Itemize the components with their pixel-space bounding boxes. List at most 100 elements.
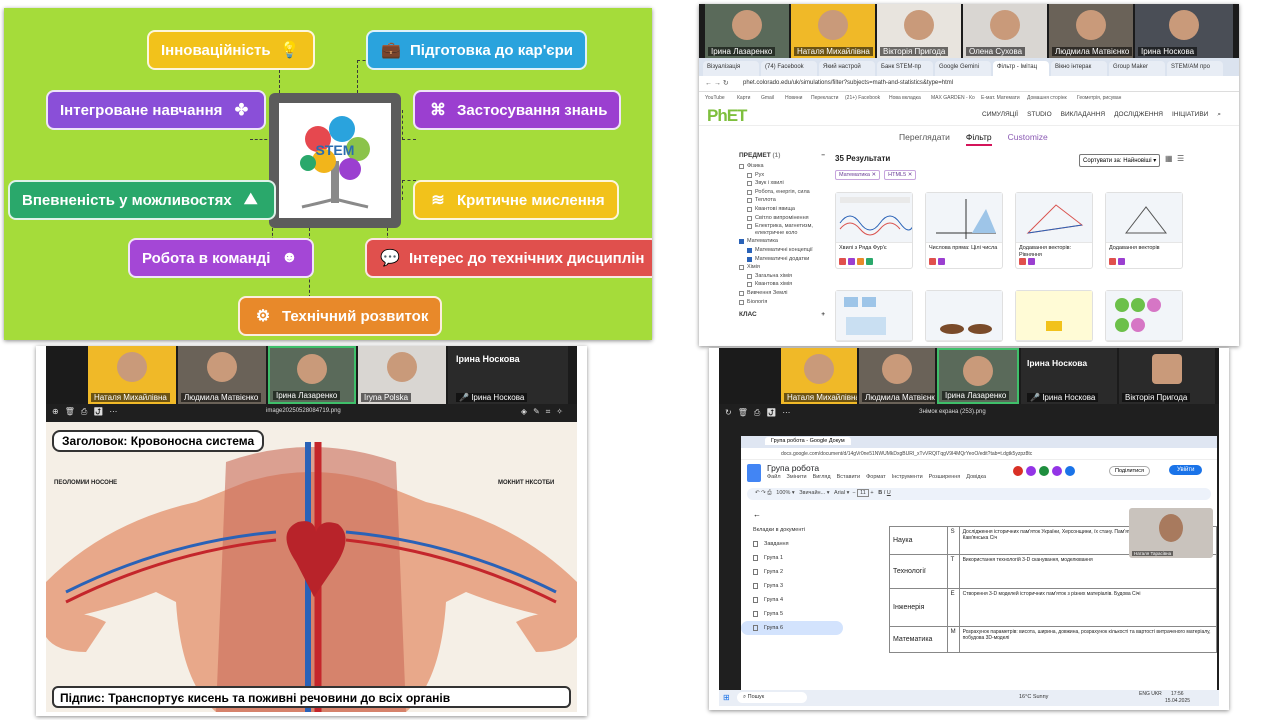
checkbox-checked[interactable] (739, 239, 744, 245)
filter-item[interactable]: Математичні додатки (747, 256, 825, 263)
checkbox[interactable] (739, 290, 744, 296)
checkbox[interactable] (747, 189, 752, 195)
checkbox[interactable] (747, 282, 752, 288)
share-icon[interactable]: ⤴ (766, 408, 783, 417)
row-label[interactable]: Технології (889, 554, 948, 589)
tab-browse[interactable]: Переглядати (899, 132, 950, 142)
filter-item[interactable]: Світло випромінення (747, 215, 825, 222)
bookmark[interactable]: (21+) Facebook (845, 95, 881, 101)
checkbox[interactable] (747, 215, 752, 221)
bookmark[interactable]: Gmail (761, 95, 775, 101)
doc-tab[interactable]: Група 2 (741, 565, 851, 579)
row-letter[interactable]: M (946, 626, 960, 653)
login-button[interactable]: Увійти (1169, 465, 1203, 475)
checkbox[interactable] (739, 164, 744, 169)
filter-item[interactable]: Теплота (747, 197, 825, 204)
delete-icon[interactable]: 🗑 (64, 407, 81, 416)
menu-help[interactable]: Довідка (966, 474, 987, 480)
minus-icon[interactable]: − (821, 152, 825, 159)
row-letter[interactable]: S (946, 526, 960, 555)
avatar[interactable] (1052, 466, 1062, 476)
bookmark[interactable]: YouTube (705, 95, 725, 101)
italic-icon[interactable]: I (883, 490, 886, 496)
checkbox[interactable] (747, 172, 752, 178)
bookmark[interactable]: Е-мат. Математи (981, 95, 1020, 101)
zoom-icon[interactable]: ⊕ (52, 407, 65, 416)
copilot-icon[interactable]: ◈ (520, 407, 534, 416)
nav-research[interactable]: ДОСЛІДЖЕННЯ (1114, 111, 1163, 118)
taskbar-search[interactable]: ⌕ Пошук (737, 692, 807, 703)
checkbox[interactable] (739, 265, 744, 271)
checkbox[interactable] (747, 273, 752, 279)
menu-view[interactable]: Вигляд (812, 474, 831, 480)
row-text[interactable]: Розрахунок параметрів: висота, ширина, д… (958, 626, 1217, 653)
redo-icon[interactable]: ↷ (761, 490, 766, 496)
checkbox-checked[interactable] (747, 256, 752, 262)
font-select[interactable]: Arial (834, 490, 846, 496)
doc-title[interactable]: Група робота (767, 463, 820, 473)
row-text[interactable]: Створення 3-D моделей історичних пам'ято… (958, 588, 1217, 627)
font-size-field[interactable]: 11 (857, 489, 869, 497)
delete-icon[interactable]: 🗑 (737, 408, 754, 417)
row-label[interactable]: Інженерія (889, 588, 948, 627)
browser-tab[interactable]: STEM/AM про (1167, 61, 1223, 76)
browser-tab[interactable]: Group Maker (1109, 61, 1165, 76)
filter-item[interactable]: Електрика, магнетизм, електричне коло (747, 223, 825, 236)
paint-icon[interactable]: ✧ (556, 407, 569, 416)
menu-insert[interactable]: Вставити (836, 474, 861, 480)
rotate-icon[interactable]: ↻ (725, 408, 738, 417)
menu-file[interactable]: Файл (767, 474, 781, 480)
checkbox[interactable] (747, 206, 752, 212)
menu-tools[interactable]: Інструменти (891, 474, 923, 480)
checkbox-checked[interactable] (747, 247, 752, 253)
filter-group-earth[interactable]: Вивчення Землі (739, 290, 825, 297)
doc-tab[interactable]: Група 5 (741, 607, 851, 621)
menu-extensions[interactable]: Розширення (928, 474, 961, 480)
row-text[interactable]: Використання технологій 3-D сканування, … (958, 554, 1217, 589)
browser-tab[interactable]: Вікно інтерак (1051, 61, 1107, 76)
browser-tab[interactable]: Google Gemini (935, 61, 991, 76)
row-label[interactable]: Наука (889, 526, 948, 555)
menu-edit[interactable]: Змінити (786, 474, 807, 480)
browser-tab[interactable]: Який настрой (819, 61, 875, 76)
menu-format[interactable]: Формат (866, 474, 886, 480)
avatar[interactable] (1026, 466, 1036, 476)
bold-icon[interactable]: B (878, 490, 883, 496)
back-forward-reload-icon[interactable]: ← → ↻ (705, 80, 729, 87)
checkbox[interactable] (739, 299, 744, 305)
filter-subject-heading[interactable]: ПРЕДМЕТ (1) − (739, 152, 825, 159)
filter-group-chemistry[interactable]: Хімія (739, 264, 825, 271)
filter-item[interactable]: Квантова хімія (747, 281, 825, 288)
filter-group-biology[interactable]: Біологія (739, 299, 825, 306)
filter-group-physics[interactable]: Фізика (739, 163, 825, 170)
doc-tab[interactable]: Завдання (741, 537, 851, 551)
bookmark[interactable]: Новини (785, 95, 803, 101)
filter-class-heading[interactable]: КЛАС + (739, 311, 825, 318)
taskbar-clock[interactable]: 17:56 (1171, 691, 1184, 697)
filter-item[interactable]: Квантові явища (747, 206, 825, 213)
grid-view-icon[interactable]: ▦ (1165, 154, 1173, 163)
docs-logo-icon[interactable] (747, 464, 761, 482)
print-icon[interactable]: ⎙ (753, 408, 767, 417)
doc-tab-active[interactable]: Група 6 (741, 621, 843, 635)
plus-icon[interactable]: + (821, 311, 825, 319)
address-bar[interactable]: docs.google.com/document/d/14gVr0ne51NWU… (741, 448, 1217, 460)
filter-group-math[interactable]: Математика (739, 238, 825, 245)
sim-card[interactable] (1105, 290, 1183, 342)
avatar[interactable] (1039, 466, 1049, 476)
doc-tab[interactable]: Група 4 (741, 593, 851, 607)
phet-logo[interactable]: PhET (707, 106, 747, 125)
sim-card[interactable]: Хвилі з Ряда Фур'є (835, 192, 913, 269)
style-select[interactable]: Звичайн... (799, 490, 826, 496)
bookmark[interactable]: Нова вкладка (889, 95, 921, 101)
zoom-select[interactable]: 100% (776, 490, 791, 496)
browser-tab[interactable]: Банк STEM-пр (877, 61, 933, 76)
bookmark[interactable]: Геометрія, рисуван (1077, 95, 1122, 101)
browser-tab-active[interactable]: Фільтр - Імітац (993, 61, 1049, 76)
search-icon[interactable]: ⌕ (1217, 111, 1221, 118)
more-icon[interactable]: ⋯ (782, 408, 797, 417)
print-icon[interactable]: ⎙ (767, 490, 772, 496)
crop-icon[interactable]: ⌗ (545, 407, 557, 416)
bookmark[interactable]: Домашня сторінк (1027, 95, 1067, 101)
bookmark[interactable]: Карти (737, 95, 751, 101)
